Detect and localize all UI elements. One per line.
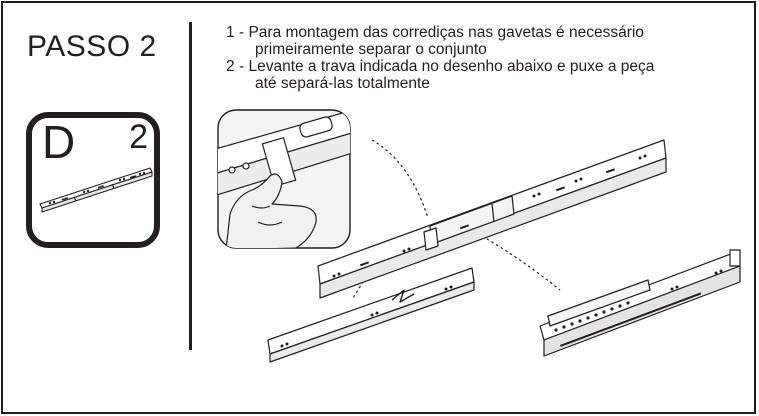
badge-letter: D [42, 116, 76, 168]
latch-detail-view [217, 109, 351, 249]
outer-rail-top [539, 251, 741, 341]
detail-latch [261, 137, 297, 187]
assembled-slide [317, 139, 667, 299]
instruction-item: 2 - Levante a trava indicada no desenho … [226, 58, 746, 92]
outer-rail [539, 249, 741, 357]
instruction-text: - Levante a trava indicada no desenho ab… [239, 58, 655, 75]
instruction-text-continued: primeiramente separar o conjunto [255, 41, 487, 58]
assembled-latch [423, 227, 439, 251]
leader-line-outer-rail [481, 235, 561, 291]
leader-line-detail [371, 139, 429, 219]
inner-rail [267, 267, 475, 363]
outer-rail-end-cap [729, 249, 741, 267]
outer-rail-details [554, 269, 723, 347]
instruction-number: 2 [226, 58, 235, 75]
instruction-number: 1 [226, 24, 235, 41]
inner-rail-front [269, 281, 475, 363]
step-badge: D 2 [26, 112, 160, 248]
assembled-slide-front [319, 157, 667, 299]
instruction-text-continued: até separá-las totalmente [255, 75, 430, 92]
step-title: PASSO 2 [27, 30, 157, 63]
assembled-slide-holes [332, 154, 647, 278]
ball-cage [547, 279, 651, 327]
instruction-item: 1 - Para montagem das corrediças nas gav… [226, 24, 746, 58]
drawer-slide-thumbnail [39, 167, 153, 213]
instruction-text: - Para montagem das corrediças nas gavet… [239, 24, 644, 41]
badge-number: 2 [129, 118, 148, 156]
column-divider [189, 22, 192, 350]
inner-rail-top [267, 267, 475, 355]
inner-rail-holes [280, 285, 453, 348]
release-lever [391, 289, 415, 303]
hand-icon [225, 173, 317, 248]
instruction-list: 1 - Para montagem das corrediças nas gav… [226, 24, 746, 92]
